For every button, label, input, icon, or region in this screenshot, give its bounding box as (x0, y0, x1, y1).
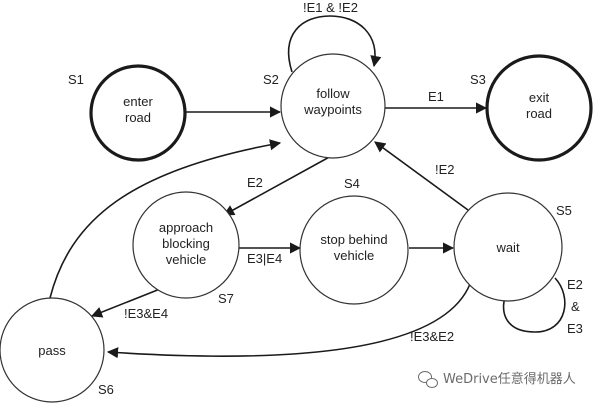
state-s2-label-line1: follow (316, 86, 350, 101)
edge-s7-to-s6 (90, 286, 166, 318)
edge-s5-to-s6 (106, 283, 471, 359)
label-s5-to-s6: !E3&E2 (410, 329, 454, 344)
state-s3-label-line2: road (526, 106, 552, 121)
label-s5-loop-line2: & (571, 299, 580, 314)
state-s7-approach-blocking-vehicle: approach blocking vehicle (132, 191, 240, 299)
state-s1-enter-road: enter road (89, 64, 187, 162)
state-s4-id: S4 (344, 176, 360, 191)
edge-s6-to-s2 (49, 139, 282, 299)
state-s2-follow-waypoints: follow waypoints (280, 53, 386, 159)
state-s5-label-line1: wait (495, 240, 520, 255)
state-s7-label-line1: approach (159, 220, 213, 235)
label-s7-to-s6: !E3&E4 (124, 306, 168, 321)
edge-s2-loop (287, 15, 382, 73)
wechat-icon (418, 371, 438, 388)
state-s5-id: S5 (556, 203, 572, 218)
state-s2-id: S2 (263, 72, 279, 87)
state-s4-label-line2: vehicle (334, 248, 374, 263)
state-s6-id: S6 (98, 382, 114, 397)
state-s3-exit-road: exit road (485, 54, 593, 162)
state-s1-label-line2: road (125, 110, 151, 125)
label-s5-loop-line1: E2 (567, 277, 583, 292)
state-s6-label-line1: pass (38, 343, 66, 358)
state-s4-label-line1: stop behind (320, 232, 387, 247)
edge-s5-to-s2 (374, 141, 469, 211)
state-s4-stop-behind-vehicle: stop behind vehicle (299, 195, 409, 305)
state-s1-id: S1 (68, 72, 84, 87)
state-s7-label-line3: vehicle (166, 252, 206, 267)
state-s7-id: S7 (218, 291, 234, 306)
label-s2-to-s3: E1 (428, 89, 444, 104)
label-s5-to-s2: !E2 (435, 162, 455, 177)
label-s2-loop: !E1 & !E2 (303, 0, 358, 15)
label-s5-loop-line3: E3 (567, 321, 583, 336)
state-s5-wait: wait (453, 192, 563, 302)
watermark-text: WeDrive任意得机器人 (443, 371, 576, 387)
label-s7-to-s4: E3|E4 (247, 251, 282, 266)
state-s1-label-line1: enter (123, 94, 153, 109)
state-s6-pass: pass (0, 297, 105, 403)
state-s3-label-line1: exit (529, 90, 550, 105)
state-s7-label-line2: blocking (162, 236, 210, 251)
label-s2-to-s7: E2 (247, 175, 263, 190)
edge-s2-to-s7 (223, 154, 334, 216)
watermark: WeDrive任意得机器人 (418, 371, 576, 388)
state-s3-id: S3 (470, 72, 486, 87)
state-s2-label-line2: waypoints (303, 102, 362, 117)
edge-s5-loop (498, 277, 566, 333)
